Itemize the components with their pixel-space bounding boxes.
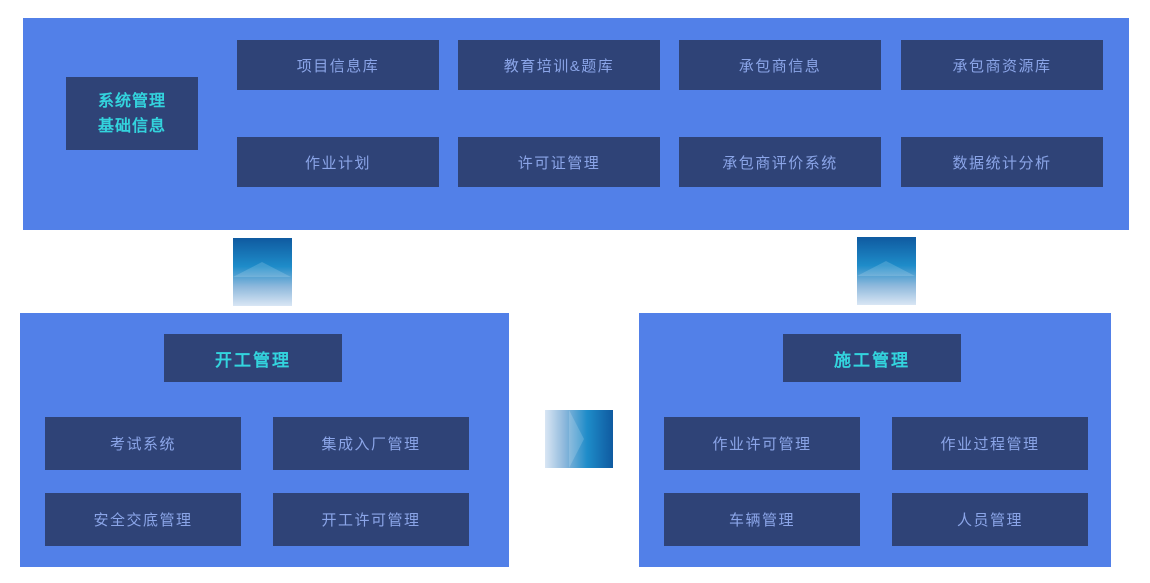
right-panel-title: 施工管理 bbox=[834, 350, 910, 370]
module-contractor-evaluation-system: 承包商评价系统 bbox=[679, 137, 881, 187]
module-label: 数据统计分析 bbox=[952, 154, 1052, 172]
module-work-permit-management: 作业许可管理 bbox=[664, 417, 860, 470]
connector-arrow-left bbox=[233, 238, 292, 306]
module-contractor-resource-library: 承包商资源库 bbox=[901, 40, 1103, 90]
module-label: 考试系统 bbox=[109, 436, 176, 453]
module-work-plan: 作业计划 bbox=[237, 137, 439, 187]
module-data-statistics-analysis: 数据统计分析 bbox=[901, 137, 1103, 187]
module-label: 承包商资源库 bbox=[952, 57, 1052, 75]
left-panel-title: 开工管理 bbox=[215, 350, 291, 370]
module-label: 集成入厂管理 bbox=[321, 436, 421, 453]
left-panel-title-box: 开工管理 bbox=[164, 334, 342, 382]
top-panel-title-box: 系统管理 基础信息 bbox=[66, 77, 198, 150]
module-label: 人员管理 bbox=[956, 512, 1023, 529]
module-personnel-management: 人员管理 bbox=[892, 493, 1088, 546]
module-contractor-info: 承包商信息 bbox=[679, 40, 881, 90]
connector-arrow-right bbox=[857, 237, 916, 305]
module-work-process-management: 作业过程管理 bbox=[892, 417, 1088, 470]
bottom-right-panel-construction-management: 施工管理 作业许可管理 作业过程管理 车辆管理 人员管理 bbox=[639, 313, 1111, 567]
module-label: 安全交底管理 bbox=[93, 512, 193, 529]
top-panel-title-line2: 基础信息 bbox=[97, 117, 166, 135]
module-safety-briefing-management: 安全交底管理 bbox=[45, 493, 241, 546]
module-label: 承包商信息 bbox=[738, 57, 822, 75]
module-exam-system: 考试系统 bbox=[45, 417, 241, 470]
module-license-management: 许可证管理 bbox=[458, 137, 660, 187]
module-vehicle-management: 车辆管理 bbox=[664, 493, 860, 546]
module-project-info-library: 项目信息库 bbox=[237, 40, 439, 90]
module-training-question-bank: 教育培训&题库 bbox=[458, 40, 660, 90]
module-label: 教育培训&题库 bbox=[503, 57, 615, 75]
module-label: 作业许可管理 bbox=[712, 436, 812, 453]
module-label: 许可证管理 bbox=[517, 154, 601, 172]
connector-arrow-middle bbox=[545, 410, 613, 468]
module-label: 作业计划 bbox=[304, 154, 371, 172]
module-label: 开工许可管理 bbox=[321, 512, 421, 529]
module-commencement-permit-management: 开工许可管理 bbox=[273, 493, 469, 546]
top-panel-system-management: 系统管理 基础信息 项目信息库 教育培训&题库 承包商信息 承包商资源库 作业计… bbox=[23, 18, 1129, 230]
right-panel-title-box: 施工管理 bbox=[783, 334, 961, 382]
module-label: 作业过程管理 bbox=[940, 436, 1040, 453]
module-label: 车辆管理 bbox=[728, 512, 795, 529]
module-label: 承包商评价系统 bbox=[722, 154, 838, 172]
top-panel-title-line1: 系统管理 bbox=[97, 92, 166, 110]
bottom-left-panel-commencement-management: 开工管理 考试系统 集成入厂管理 安全交底管理 开工许可管理 bbox=[20, 313, 509, 567]
module-label: 项目信息库 bbox=[296, 57, 380, 75]
module-integrated-entry-management: 集成入厂管理 bbox=[273, 417, 469, 470]
